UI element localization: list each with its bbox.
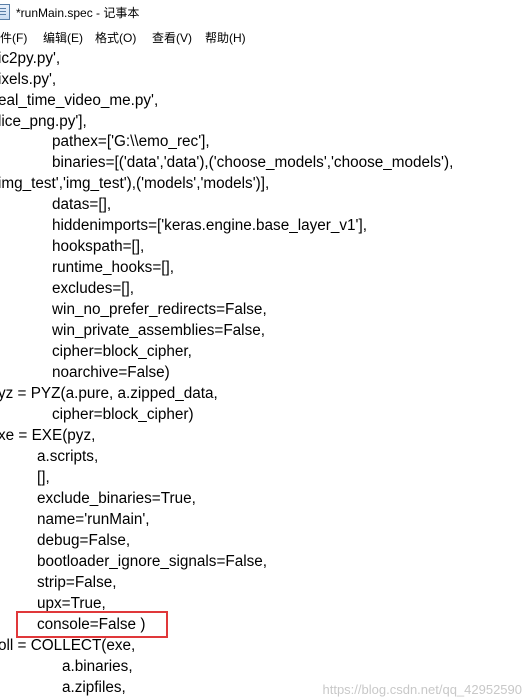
code-line: hookspath=[], <box>52 238 145 255</box>
code-line: img_test','img_test'),('models','models'… <box>0 175 270 192</box>
code-line: ic2py.py', <box>0 50 61 67</box>
title-bar[interactable]: *runMain.spec - 记事本 <box>0 0 532 24</box>
menu-bar: 文件(F) 编辑(E) 格式(O) 查看(V) 帮助(H) <box>0 25 532 48</box>
code-line: console=False ) <box>37 616 146 633</box>
menu-format[interactable]: 格式(O) <box>95 31 137 45</box>
code-line: xe = EXE(pyz, <box>0 427 96 444</box>
code-line: ixels.py', <box>0 71 57 88</box>
code-line: excludes=[], <box>52 280 135 297</box>
code-line: upx=True, <box>37 595 106 612</box>
code-line: yz = PYZ(a.pure, a.zipped_data, <box>0 385 218 402</box>
code-line: oll = COLLECT(exe, <box>0 637 136 654</box>
menu-edit[interactable]: 编辑(E) <box>43 31 83 45</box>
code-line: eal_time_video_me.py', <box>0 92 159 109</box>
code-line: binaries=[('data','data'),('choose_model… <box>52 154 454 171</box>
window-title: *runMain.spec - 记事本 <box>16 6 140 20</box>
code-line: win_private_assemblies=False, <box>52 322 265 339</box>
code-line: datas=[], <box>52 196 112 213</box>
code-line: cipher=block_cipher, <box>52 343 192 360</box>
text-editor[interactable]: ic2py.py', ixels.py', eal_time_video_me.… <box>0 46 532 699</box>
code-line: strip=False, <box>37 574 117 591</box>
highlight-box <box>16 611 168 638</box>
code-line: a.zipfiles, <box>62 679 126 696</box>
code-line: debug=False, <box>37 532 131 549</box>
code-line: name='runMain', <box>37 511 150 528</box>
code-line: [], <box>37 469 50 486</box>
code-line: cipher=block_cipher) <box>52 406 194 423</box>
code-line: hiddenimports=['keras.engine.base_layer_… <box>52 217 367 234</box>
code-line: runtime_hooks=[], <box>52 259 175 276</box>
code-line: win_no_prefer_redirects=False, <box>52 301 267 318</box>
code-line: a.binaries, <box>62 658 133 675</box>
code-line: exclude_binaries=True, <box>37 490 196 507</box>
watermark: https://blog.csdn.net/qq_42952590 <box>322 682 523 697</box>
menu-help[interactable]: 帮助(H) <box>205 31 246 45</box>
code-line: lice_png.py'], <box>0 113 87 130</box>
notepad-icon <box>0 4 10 20</box>
code-line: pathex=['G:\\emo_rec'], <box>52 133 210 150</box>
code-line: bootloader_ignore_signals=False, <box>37 553 268 570</box>
code-line: a.scripts, <box>37 448 99 465</box>
code-line: noarchive=False) <box>52 364 170 381</box>
menu-view[interactable]: 查看(V) <box>152 31 192 45</box>
menu-file[interactable]: 文件(F) <box>0 31 28 45</box>
